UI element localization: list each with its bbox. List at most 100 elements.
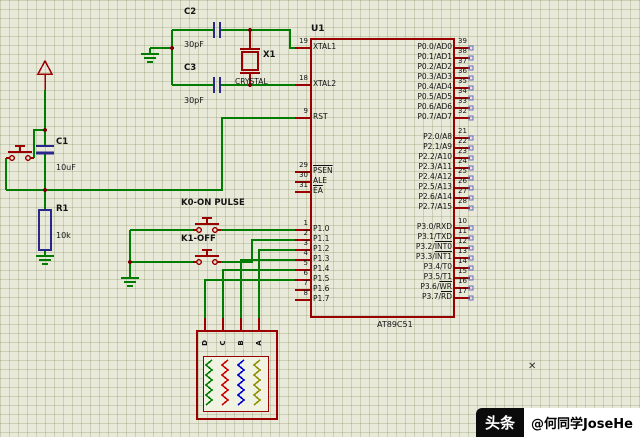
pin-number: 29: [299, 161, 308, 169]
pin-number: 25: [458, 167, 467, 175]
wire[interactable]: [221, 239, 296, 263]
pin-number: 21: [458, 127, 467, 135]
crystal-x1[interactable]: [241, 51, 259, 71]
pin-number: 27: [458, 187, 467, 195]
pin-label-text: PSEN: [313, 166, 333, 175]
pin-label-text: P0.3/AD3: [417, 72, 452, 81]
pin-label: ALE: [313, 177, 327, 185]
pin-label: P1.5: [313, 275, 329, 283]
pin-number: 11: [458, 227, 467, 235]
pin-number: 5: [303, 259, 308, 267]
pin-number: 39: [458, 37, 467, 45]
pin-label-text: P1.7: [313, 294, 330, 303]
reset-button-symbol[interactable]: [25, 154, 32, 161]
k0-label: K0-ON PULSE: [181, 198, 245, 208]
pin-number: 6: [303, 269, 308, 277]
c3-ref: C3: [184, 63, 197, 73]
pin-label: P0.6/AD6: [417, 103, 452, 111]
power-terminal-icon[interactable]: [36, 59, 54, 75]
c2-value: 30pF: [184, 40, 204, 49]
k1-button-symbol[interactable]: [211, 259, 218, 266]
pin-label-text: P3.3/: [415, 252, 435, 261]
pin-end-marker: [468, 105, 474, 111]
pin-label-text: EA: [313, 186, 323, 195]
pin-number: 30: [299, 171, 308, 179]
watermark-badge: 头条: [475, 408, 524, 437]
pin-end-marker: [468, 165, 474, 171]
wire[interactable]: [204, 279, 296, 318]
pin-label: P0.3/AD3: [417, 73, 452, 81]
pin-label-text: P1.2: [313, 244, 330, 253]
pin-label-text: P2.1/A9: [423, 142, 452, 151]
pin-number: 22: [458, 137, 467, 145]
pin-label-text: P0.1/AD1: [417, 52, 452, 61]
pin-end-marker: [468, 65, 474, 71]
pin-number: 13: [458, 247, 467, 255]
pin-label-text: P1.0: [313, 224, 330, 233]
cursor-marker: ✕: [528, 361, 537, 372]
pin-label-text: P1.4: [313, 264, 330, 273]
pin-label-text: P2.4/A12: [418, 172, 452, 181]
pin-label-text: P2.0/A8: [423, 132, 452, 141]
k0-button-symbol[interactable]: [195, 226, 202, 233]
pin-label: P3.5/T1: [424, 273, 452, 281]
motor-phase-label: B: [237, 340, 245, 346]
k1-button-symbol[interactable]: [195, 259, 202, 266]
pin-number: 31: [299, 181, 308, 189]
pin-number: 4: [303, 249, 308, 257]
pin-label: P2.2/A10: [418, 153, 452, 161]
wire[interactable]: [33, 129, 45, 158]
c1-ref: C1: [56, 137, 69, 147]
wire[interactable]: [6, 117, 296, 191]
pin-label-text: P1.6: [313, 284, 330, 293]
pin-label: PSEN: [313, 167, 333, 175]
watermark-handle: @何同学JoseHe: [523, 408, 640, 437]
pin-label-text: XTAL2: [313, 79, 337, 88]
pin-label-text: P3.4/T0: [423, 262, 452, 271]
pin-label-text: P3.6/: [420, 282, 440, 291]
motor-phase-label: A: [255, 340, 263, 346]
pin-end-marker: [468, 205, 474, 211]
pin-label-text: P2.6/A14: [418, 192, 452, 201]
pin-label: P1.0: [313, 225, 329, 233]
pin-label: EA: [313, 187, 323, 195]
pin-label: P2.3/A11: [418, 163, 452, 171]
stepper-motor-body[interactable]: [196, 330, 278, 420]
pin-label-text: P3.2/: [415, 242, 435, 251]
wire[interactable]: [222, 269, 296, 318]
pin-end-marker: [468, 265, 474, 271]
pin-label: P2.5/A13: [418, 183, 452, 191]
x1-ref: X1: [263, 50, 276, 60]
pin-end-marker: [468, 115, 474, 121]
wire[interactable]: [240, 259, 296, 318]
pin-end-marker: [468, 175, 474, 181]
pin-label-text: P0.6/AD6: [417, 102, 452, 111]
motor-phase-label: D: [201, 340, 209, 346]
pin-label: P2.7/A15: [418, 203, 452, 211]
pin-label: XTAL2: [313, 80, 336, 88]
k0-button-symbol[interactable]: [211, 226, 218, 233]
pin-label: P0.0/AD0: [417, 43, 452, 51]
mcu-part-number: AT89C51: [377, 320, 413, 329]
wire[interactable]: [258, 249, 296, 318]
pin-end-marker: [468, 225, 474, 231]
resistor-r1[interactable]: [38, 209, 52, 251]
reset-button-symbol[interactable]: [8, 154, 15, 161]
pin-end-marker: [468, 245, 474, 251]
mcu-body[interactable]: [310, 38, 455, 318]
r1-ref: R1: [56, 204, 69, 214]
wire[interactable]: [221, 29, 296, 49]
junction-dot: [127, 259, 133, 265]
pin-label: P0.1/AD1: [417, 53, 452, 61]
pin-end-marker: [468, 255, 474, 261]
pin-end-marker: [468, 55, 474, 61]
pin-end-marker: [468, 195, 474, 201]
c1-value: 10uF: [56, 163, 76, 172]
pin-label: P1.7: [313, 295, 329, 303]
pin-label: P2.6/A14: [418, 193, 452, 201]
pin-number: 33: [458, 97, 467, 105]
motor-phase-trace: [252, 359, 262, 406]
pin-end-marker: [468, 45, 474, 51]
